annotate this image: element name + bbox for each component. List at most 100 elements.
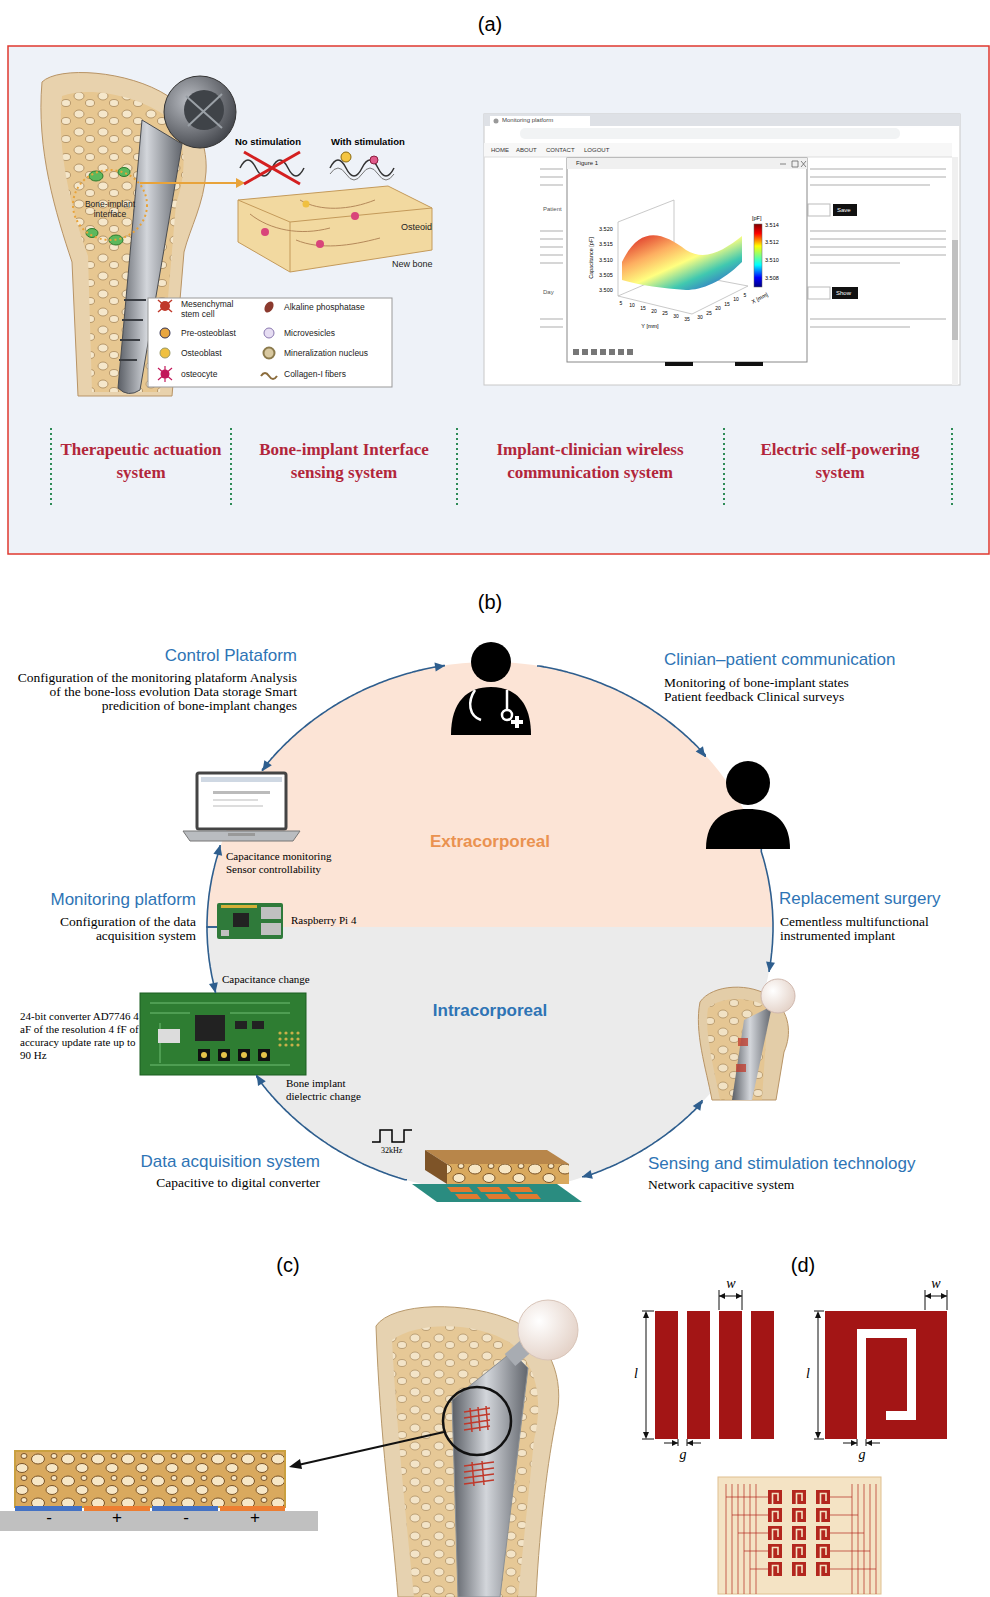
arrow-head [434, 663, 445, 672]
sensor-network-layout [792, 1544, 806, 1558]
figure-label: 10 [733, 296, 739, 302]
femur-implant-c [289, 1300, 578, 1597]
converter-pcb [221, 1052, 227, 1058]
browser-screenshot [484, 114, 960, 385]
node-text: Monitoring of bone-implant states Patien… [664, 676, 889, 704]
sensor-network-layout [718, 1477, 881, 1594]
legend-text: Pre-osteoblast [181, 328, 236, 338]
legend-text: Mineralization nucleus [284, 348, 368, 358]
legend-text: Alkaline phosphatase [284, 302, 365, 312]
femur-implant-c [443, 1387, 511, 1455]
arrow-head [693, 1100, 702, 1111]
sensor-network-layout [816, 1544, 830, 1558]
laptop-icon [213, 805, 263, 807]
sensor-network-layout [852, 1484, 876, 1594]
converter-pcb [284, 1031, 287, 1034]
cell-legend-box [158, 366, 172, 382]
figure-label: Show [836, 290, 851, 297]
sensor-network-layout [768, 1508, 782, 1522]
implant-bone [732, 1006, 772, 1100]
browser-screenshot [735, 362, 763, 366]
implant-bone [736, 1064, 746, 1072]
figure-label: X [mm] [751, 291, 769, 304]
sensor-network-layout [768, 1562, 782, 1576]
figure-label: (d) [791, 1253, 815, 1277]
converter-pcb [284, 1037, 287, 1040]
browser-screenshot [810, 318, 946, 320]
browser-screenshot [540, 176, 563, 178]
laptop-icon [213, 791, 270, 794]
meander-pattern [862, 1334, 912, 1441]
raspberry-node: Raspberry Pi 4Monitoring platformConfigu… [217, 899, 287, 942]
femur-implant-c [464, 1461, 494, 1486]
sensor-array [455, 1194, 481, 1199]
figure-label: 35 [684, 316, 690, 322]
interdigital-pattern [642, 1311, 654, 1439]
interdigital-pattern [751, 1311, 774, 1439]
figure-label: Capacitance [pF] [588, 237, 594, 279]
browser-screenshot [540, 318, 563, 320]
sensor-array [477, 1187, 503, 1192]
figure-label: Osteoid [401, 222, 432, 233]
browser-screenshot [618, 349, 624, 355]
converter-pcb [290, 1037, 293, 1040]
patient-node: Clinian–patient communicationMonitoring … [702, 757, 794, 849]
meander-pattern [941, 1293, 947, 1299]
meander-pattern [925, 1290, 947, 1310]
converter-pcb [150, 1003, 290, 1065]
figure-label: 20 [715, 305, 721, 311]
femur-implant-c [289, 1459, 302, 1469]
arrow-line [761, 849, 773, 972]
patient-icon [726, 761, 770, 805]
stimulation-sketch [341, 152, 351, 162]
figure-label: Intracorporeal [433, 1001, 547, 1021]
figure-label: w [931, 1276, 940, 1292]
browser-screenshot [573, 349, 579, 355]
figure-label: l [806, 1366, 810, 1382]
meander-pattern [814, 1290, 947, 1446]
figure-label: (c) [276, 1253, 299, 1277]
column-divider [230, 428, 232, 505]
legend-text: Collagen-I fibers [284, 369, 346, 379]
meander-pattern [925, 1293, 931, 1299]
converter-pcb [296, 1037, 299, 1040]
sensor-network-layout [816, 1508, 830, 1522]
converter-pcb [238, 1049, 250, 1061]
converter-pcb [198, 1049, 270, 1061]
figure-label: Patient [543, 206, 562, 213]
browser-screenshot [810, 254, 946, 256]
converter-pcb [290, 1043, 293, 1046]
column-divider [951, 428, 953, 505]
sensor-array [515, 1194, 541, 1199]
square-wave [372, 1130, 412, 1142]
figure-label: Y [mm] [641, 323, 658, 329]
femur-implant [186, 94, 222, 128]
doctor-icon [470, 690, 481, 720]
figure-label: LOGOUT [584, 147, 609, 154]
node-text: Control Plataform [165, 646, 297, 666]
interdigital-pattern [642, 1290, 774, 1446]
browser-screenshot [484, 114, 960, 385]
meander-pattern [825, 1311, 947, 1439]
figure-label: 15 [640, 305, 646, 311]
figure-label: + [250, 1508, 260, 1528]
figure-label: Bone-implant interface [81, 199, 139, 219]
browser-screenshot [573, 349, 633, 355]
converter-pcb [258, 1049, 270, 1061]
interdigital-pattern [643, 1432, 649, 1439]
sensor-array [507, 1187, 533, 1192]
converter-pcb [201, 1052, 207, 1058]
figure-label: 3.520 [599, 226, 613, 232]
sensor-network-layout [792, 1508, 806, 1522]
edge-label: Bone implant dielectric change [286, 1077, 378, 1103]
figure-label: ABOUT [516, 147, 537, 154]
sensor-network-layout [768, 1490, 782, 1504]
laptop-icon [197, 773, 286, 829]
arrow-line [207, 927, 217, 993]
sensor-network-layout [816, 1526, 830, 1540]
converter-pcb [201, 1052, 267, 1058]
laptop-icon [213, 799, 258, 801]
browser-screenshot [810, 246, 946, 248]
